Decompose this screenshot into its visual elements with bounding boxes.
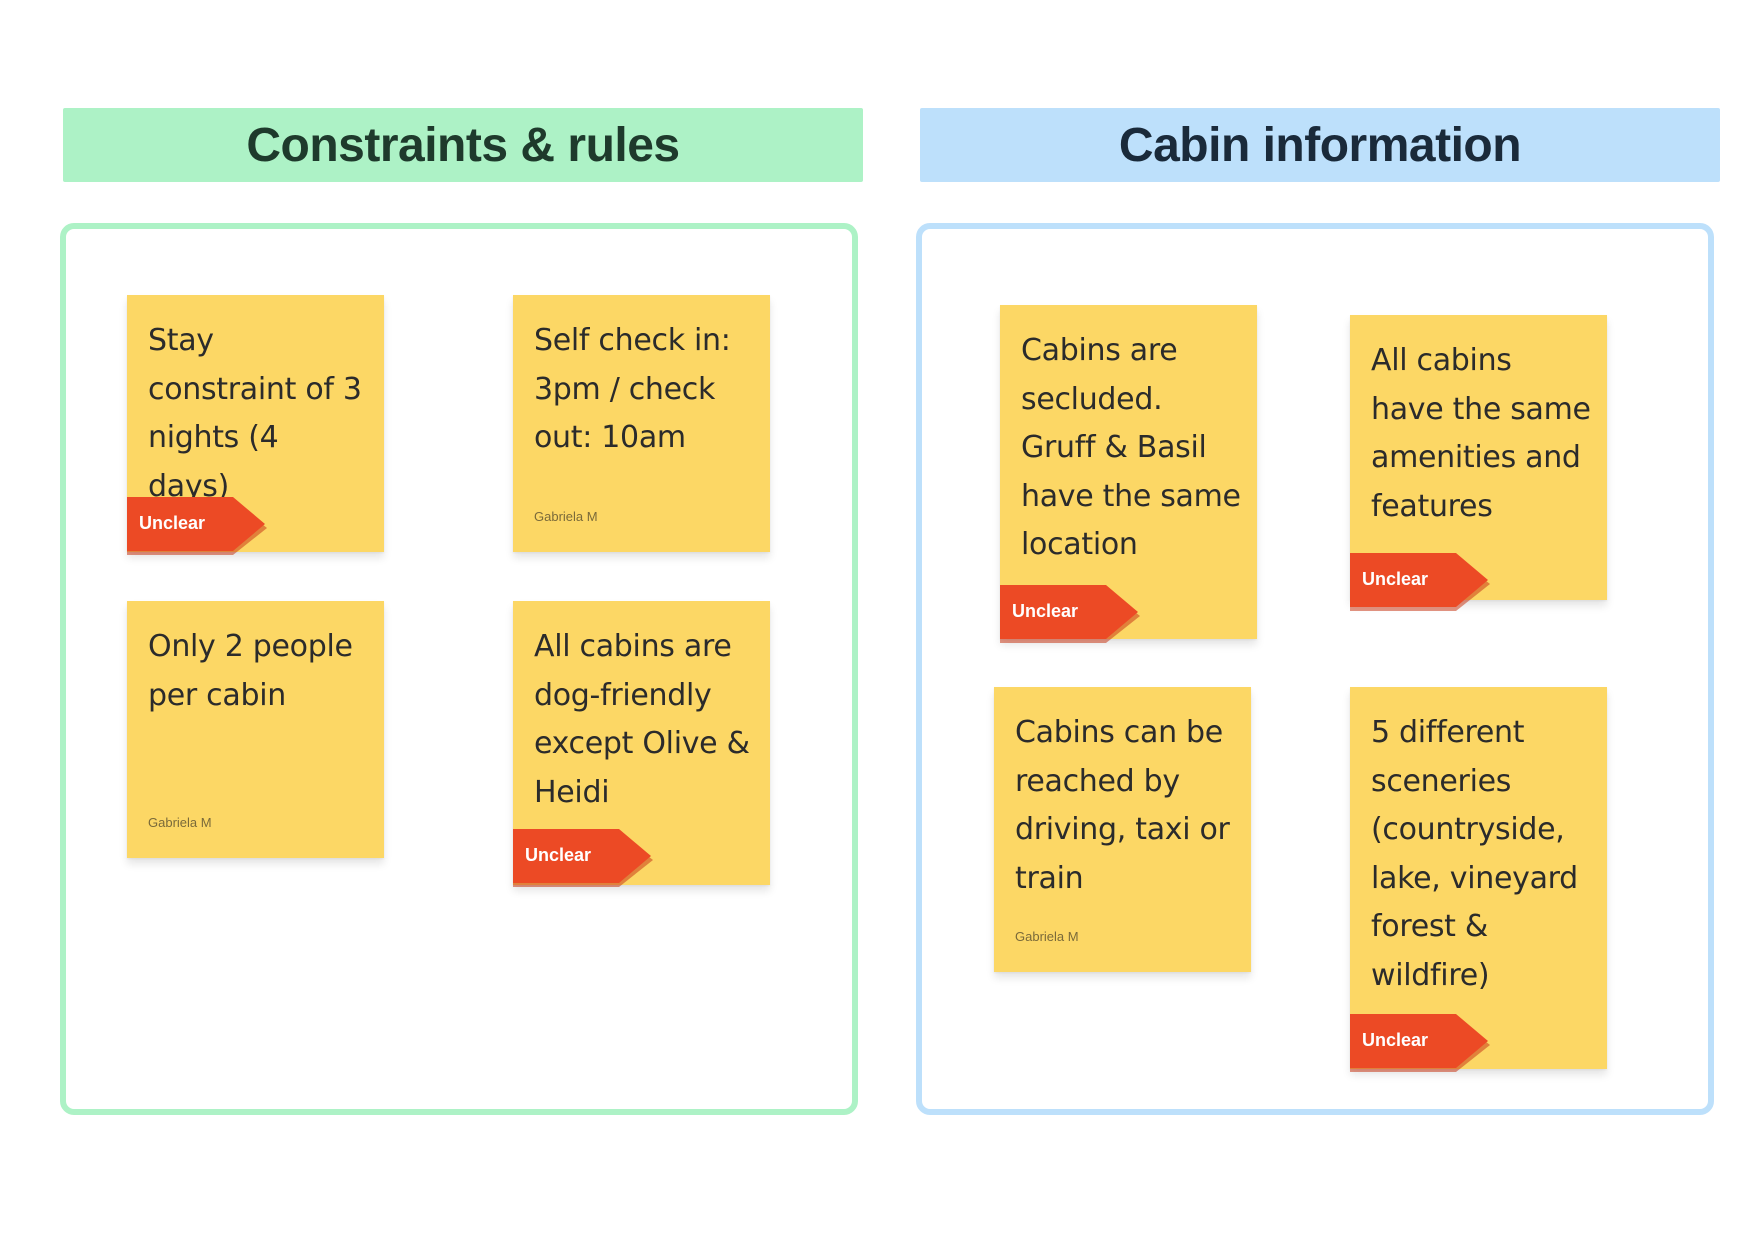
flag-tag-icon	[1350, 1014, 1490, 1072]
flag-tag-icon	[1350, 553, 1490, 611]
tag-label: Unclear	[1362, 569, 1429, 589]
tag-label: Unclear	[525, 845, 592, 865]
unclear-tag[interactable]: Unclear	[1350, 1014, 1495, 1072]
unclear-tag[interactable]: Unclear	[1000, 585, 1145, 643]
sticky-note-text: Cabins are secluded. Gruff & Basil have …	[1021, 333, 1241, 562]
sticky-note[interactable]: All cabins are dog-friendly except Olive…	[513, 601, 770, 887]
unclear-tag[interactable]: Unclear	[127, 497, 272, 555]
sticky-note[interactable]: Stay constraint of 3 nights (4 days) Unc…	[127, 295, 384, 555]
sticky-note[interactable]: Cabins can be reached by driving, taxi o…	[994, 687, 1251, 972]
tag-label: Unclear	[1362, 1030, 1429, 1050]
sticky-note-text: Stay constraint of 3 nights (4 days)	[148, 323, 362, 504]
sticky-note[interactable]: Only 2 people per cabin Gabriela M	[127, 601, 384, 858]
flag-tag-icon	[1000, 585, 1140, 643]
sticky-note-text: All cabins are dog-friendly except Olive…	[534, 629, 750, 810]
sticky-note-text: 5 different sceneries (countryside, lake…	[1371, 715, 1578, 993]
sticky-author: Gabriela M	[1015, 929, 1079, 944]
tag-label: Unclear	[139, 513, 206, 533]
sticky-note[interactable]: Cabins are secluded. Gruff & Basil have …	[1000, 305, 1257, 643]
flag-tag-icon	[513, 829, 653, 887]
sticky-note[interactable]: All cabins have the same amenities and f…	[1350, 315, 1607, 611]
sticky-note-text: Only 2 people per cabin	[148, 629, 353, 713]
tag-label: Unclear	[1012, 601, 1079, 621]
sticky-note-text: Cabins can be reached by driving, taxi o…	[1015, 715, 1230, 896]
section-title-constraints: Constraints & rules	[63, 108, 863, 182]
sticky-author: Gabriela M	[534, 509, 598, 524]
flag-tag-icon	[127, 497, 267, 555]
sticky-author: Gabriela M	[148, 815, 212, 830]
section-title-cabin-information: Cabin information	[920, 108, 1720, 182]
sticky-note[interactable]: 5 different sceneries (countryside, lake…	[1350, 687, 1607, 1072]
sticky-note-text: Self check in: 3pm / check out: 10am	[534, 323, 731, 455]
unclear-tag[interactable]: Unclear	[1350, 553, 1495, 611]
sticky-note[interactable]: Self check in: 3pm / check out: 10am Gab…	[513, 295, 770, 552]
sticky-note-text: All cabins have the same amenities and f…	[1371, 343, 1591, 524]
unclear-tag[interactable]: Unclear	[513, 829, 658, 887]
